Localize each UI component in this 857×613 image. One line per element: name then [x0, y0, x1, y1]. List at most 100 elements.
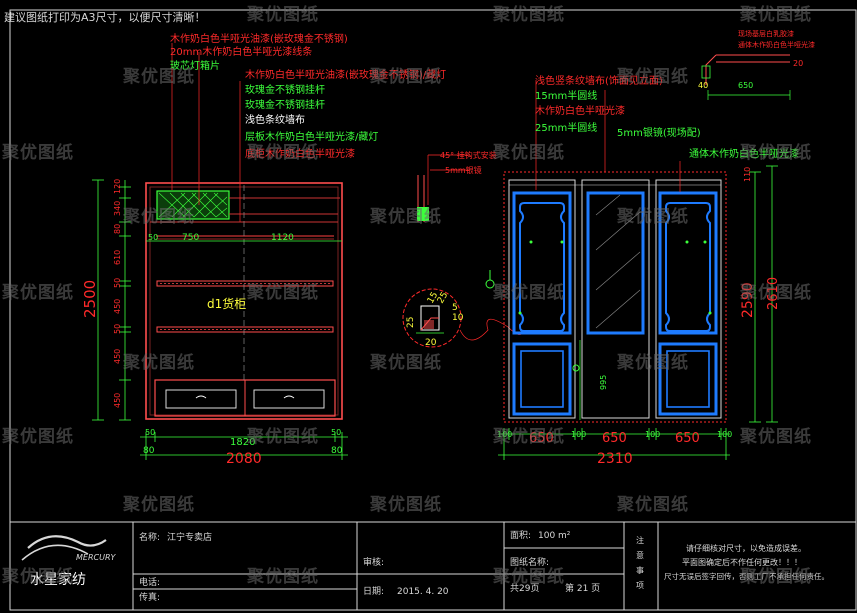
watermark: 聚优图纸 [1, 282, 74, 303]
dim-v-1: 120 [113, 179, 122, 194]
left-note-3: 玻芯灯箱片 [170, 59, 220, 72]
dim-v-3: 80 [113, 224, 122, 234]
corner-note-1: 现场基层白乳胶漆 [738, 29, 794, 38]
watermark: 聚优图纸 [616, 66, 689, 87]
date-value: 2015. 4. 20 [397, 587, 449, 597]
watermark: 聚优图纸 [739, 4, 812, 25]
print-note: 建议图纸打印为A3尺寸，以便尺寸清晰！ [4, 10, 206, 24]
right-panel-4: 650 [602, 431, 627, 446]
right-top-dim: 110 [743, 167, 752, 182]
right-height-1: 2590 [740, 282, 756, 318]
left-note-6: 玫瑰金不锈钢挂杆 [245, 98, 325, 111]
door-1-upper [512, 191, 572, 335]
dim-bot-2: 1820 [230, 437, 255, 448]
left-annotations: 木作奶白色半哑光油漆(嵌玫瑰金不锈钢) 20mm木作奶白色半哑光漆线条 玻芯灯箱… [170, 32, 446, 160]
mercury-logo: MERCURY 水星家纺 [21, 535, 117, 588]
dim-top-3: 1120 [271, 233, 294, 243]
left-height-dim: 2500 [81, 280, 99, 318]
watermark: 聚优图纸 [369, 352, 442, 373]
company-name: 水星家纺 [30, 571, 86, 588]
left-note-5: 玫瑰金不锈钢挂杆 [245, 83, 325, 96]
watermark: 聚优图纸 [369, 494, 442, 515]
left-dimension-texts: 2500 120 340 80 610 50 450 50 450 450 50… [81, 179, 343, 467]
watermark: 聚优图纸 [246, 426, 319, 447]
right-annotations: 浅色竖条纹墙布(饰面见立面) 15mm半圆线 木作奶白色半哑光漆 25mm半圆线… [535, 74, 799, 160]
watermark: 聚优图纸 [492, 142, 565, 163]
right-panel-3: 100 [571, 430, 586, 439]
phone-label: 电话: [139, 576, 160, 588]
watermark: 聚优图纸 [492, 566, 565, 587]
dim-bot-3: 50 [331, 428, 341, 437]
hook-mirror-label: 5mm银镜 [445, 165, 482, 175]
corner-note-2: 通体木作奶白色半哑光漆 [738, 40, 815, 49]
right-dimension-lines [498, 165, 778, 460]
right-mid-dim: 995 [599, 375, 608, 390]
corner-dim-1: 650 [738, 81, 753, 90]
watermark: 聚优图纸 [616, 206, 689, 227]
watermark: 聚优图纸 [246, 282, 319, 303]
dim-top-2: 750 [182, 233, 199, 243]
left-leaders [171, 43, 241, 222]
detail-dim-6: 25 [436, 291, 450, 306]
watermark: 聚优图纸 [739, 142, 812, 163]
cabinet-label: d1货柜 [207, 296, 246, 311]
watermark: 聚优图纸 [122, 66, 195, 87]
right-note-4: 25mm半圆线 [535, 121, 597, 134]
left-dimension-lines [92, 179, 348, 460]
dim-v-8: 450 [113, 349, 122, 364]
dim-total-1: 80 [143, 446, 155, 456]
pages-total: 共29页 [510, 583, 539, 594]
corner-dim-2: 40 [698, 81, 708, 90]
watermark: 聚优图纸 [1, 142, 74, 163]
watermark: 聚优图纸 [246, 566, 319, 587]
right-note-3: 木作奶白色半哑光漆 [535, 104, 625, 117]
right-panel-6: 650 [675, 431, 700, 446]
watermark: 聚优图纸 [246, 142, 319, 163]
watermark: 聚优图纸 [369, 206, 442, 227]
left-note-8: 层板木作奶白色半哑光漆/藏灯 [245, 130, 378, 143]
dim-total-2: 2080 [226, 451, 262, 467]
dim-bot-1: 50 [145, 428, 155, 437]
page-number: 第 21 页 [565, 582, 600, 594]
detail-dim-2: 20 [425, 338, 437, 348]
watermark: 聚优图纸 [369, 66, 442, 87]
logo-text: MERCURY [76, 553, 117, 562]
title-block-lines [9, 521, 857, 611]
left-note-4: 木作奶白色半哑光油漆(嵌玫瑰金不锈钢)/藏灯 [245, 68, 446, 81]
watermark: 聚优图纸 [492, 282, 565, 303]
side-label-2: 意 [636, 550, 644, 560]
hook-angle-label: 45° 挂钩式安装 [440, 150, 497, 160]
watermark: 聚优图纸 [1, 426, 74, 447]
right-note-2: 15mm半圆线 [535, 89, 597, 102]
door-3-upper [658, 191, 718, 335]
dim-top-1: 50 [148, 233, 158, 242]
fax-label: 传真: [139, 591, 160, 603]
watermark: 聚优图纸 [492, 426, 565, 447]
right-panel-7: 100 [717, 430, 732, 439]
dim-v-2: 340 [113, 201, 122, 216]
dim-total-3: 80 [331, 446, 343, 456]
watermark: 聚优图纸 [246, 4, 319, 25]
name-value: 江宁专卖店 [167, 531, 212, 543]
corner-dim-3: 20 [793, 59, 803, 68]
right-leaders [535, 80, 681, 192]
note-2: 平面图确定后不作任何更改！！！ [682, 557, 802, 567]
molding-dims: 25 20 5 10 15 25 [406, 291, 464, 348]
right-dimension-texts: 2590 2610 110 995 100 650 100 650 100 65… [497, 167, 781, 467]
door-3-lower [658, 342, 718, 416]
watermark: 聚优图纸 [616, 352, 689, 373]
note-3: 尺寸无误后签字回传，否则工厂不承担任何责任。 [664, 571, 829, 581]
drawing-label: 图纸名称: [510, 556, 549, 568]
door-2-mirror [586, 191, 645, 335]
right-panel-1: 100 [497, 430, 512, 439]
right-note-1: 浅色竖条纹墙布(饰面见立面) [535, 74, 663, 87]
date-label: 日期: [363, 586, 384, 597]
side-label-1: 注 [636, 535, 644, 545]
dim-v-4: 610 [113, 250, 122, 265]
watermark: 聚优图纸 [122, 206, 195, 227]
dim-v-6: 450 [113, 299, 122, 314]
note-1: 请仔细核对尺寸，以免造成误差。 [686, 543, 806, 553]
left-note-9: 底柜木作奶白色半哑光漆 [245, 147, 355, 160]
door-1-lower [512, 342, 572, 416]
